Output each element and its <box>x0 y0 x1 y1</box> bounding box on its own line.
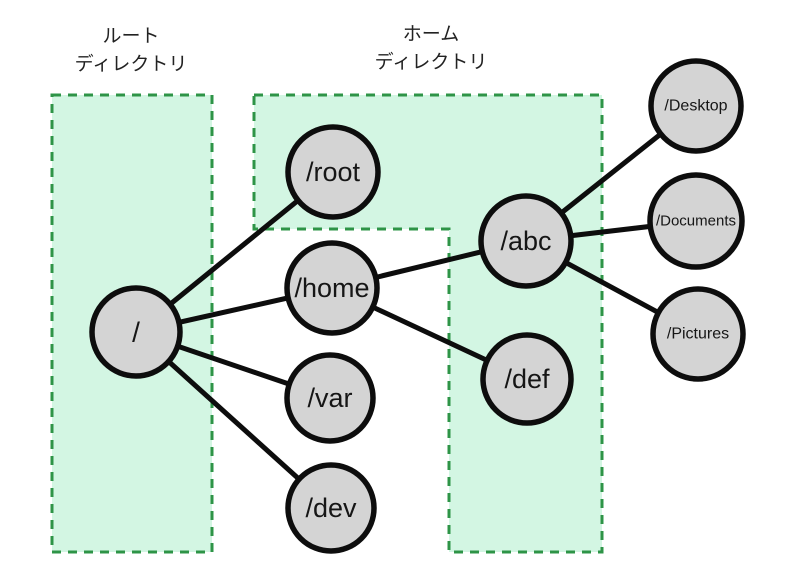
node-circle-fs-root <box>89 285 183 379</box>
node-fs-root: / <box>89 285 183 379</box>
node-circle-desktop <box>648 58 744 154</box>
region-label-home-directory-line-2: ディレクトリ <box>375 51 488 73</box>
node-label-root: /root <box>306 157 361 187</box>
node-home: /home <box>284 240 380 336</box>
node-label-desktop: /Desktop <box>664 98 727 115</box>
node-def: /def <box>480 332 574 426</box>
node-label-var: /var <box>307 383 352 413</box>
node-circle-pictures <box>650 286 746 382</box>
node-circle-abc <box>478 193 574 289</box>
nodes-layer: / /root/home/var/dev/abc/def/Desktop/Docu… <box>89 58 746 554</box>
node-label-documents: /Documents <box>656 213 736 230</box>
node-circle-dev <box>285 462 377 554</box>
node-circle-var <box>284 352 376 444</box>
node-var: /var <box>284 352 376 444</box>
node-label-def: /def <box>504 364 550 394</box>
node-circle-home <box>284 240 380 336</box>
node-label-pictures: /Pictures <box>667 326 729 343</box>
node-circle-root <box>285 124 381 220</box>
node-circle-def <box>480 332 574 426</box>
node-dev: /dev <box>285 462 377 554</box>
region-label-root-directory-line-1: ルート <box>102 26 159 47</box>
node-circle-documents <box>647 172 745 270</box>
node-abc: /abc <box>478 193 574 289</box>
region-label-home-directory-line-1: ホーム <box>403 24 459 45</box>
node-label-abc: /abc <box>500 226 551 256</box>
node-label-fs-root: / <box>132 317 140 348</box>
region-label-root-directory-line-2: ディレクトリ <box>75 53 188 75</box>
node-label-dev: /dev <box>305 493 357 523</box>
node-documents: /Documents <box>647 172 745 270</box>
node-label-home: /home <box>294 273 369 303</box>
node-root: /root <box>285 124 381 220</box>
node-desktop: /Desktop <box>648 58 744 154</box>
node-pictures: /Pictures <box>650 286 746 382</box>
